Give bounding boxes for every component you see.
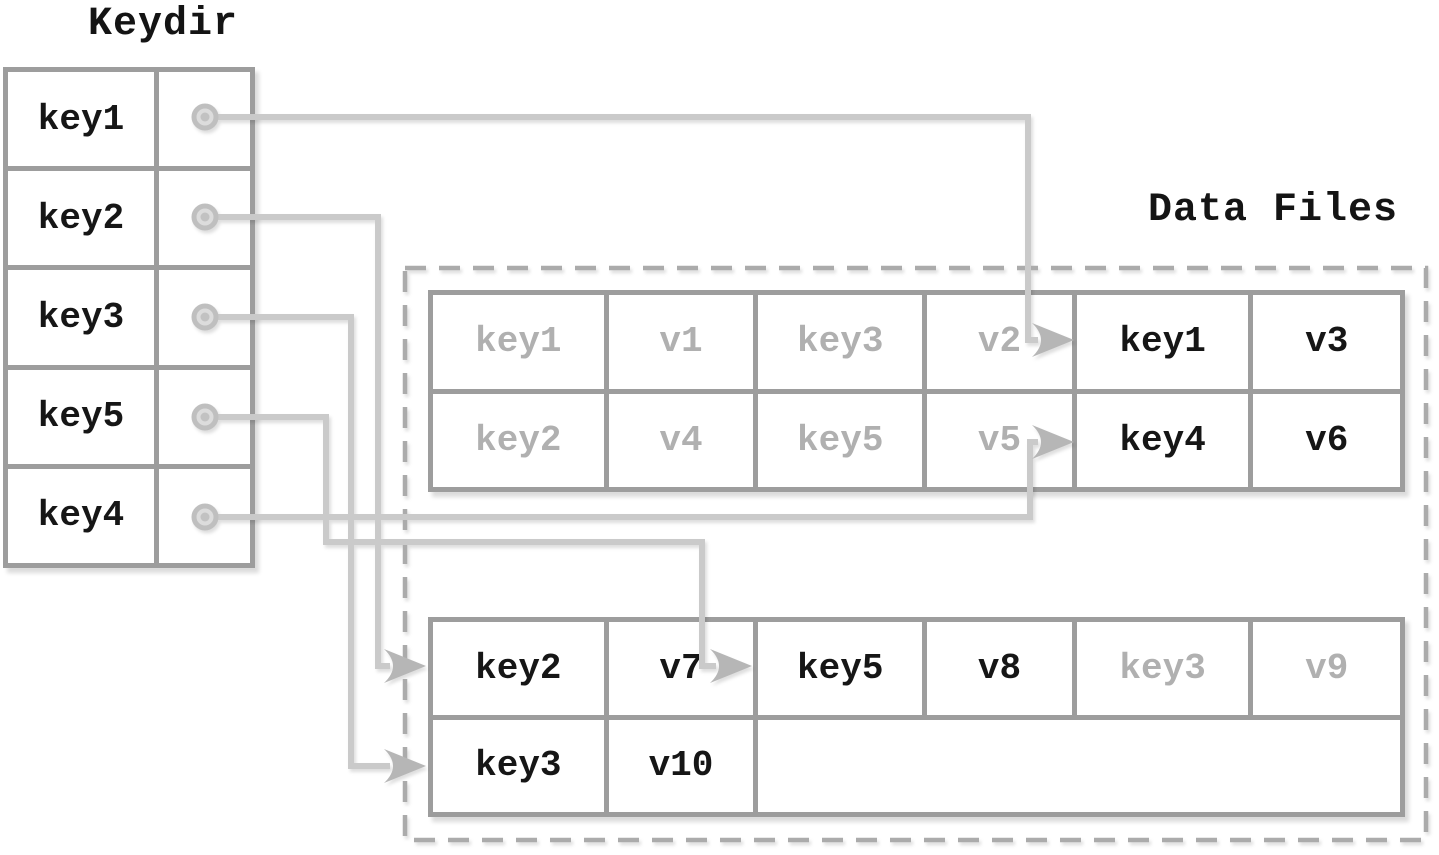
keydir-pointer-cell [159, 171, 250, 266]
data-file-2-table: key2 v7 key5 v8 key3 v9 key3 v10 [428, 617, 1405, 817]
record-cell: v6 [1253, 393, 1400, 487]
data-file-1-table: key1 v1 key3 v2 key1 v3 key2 v4 key5 v5 … [428, 290, 1405, 492]
record-cell: key3 [1076, 622, 1249, 715]
record-cell: v9 [1253, 622, 1400, 715]
record-cell: v4 [608, 393, 754, 487]
keydir-key-cell: key3 [8, 270, 154, 365]
empty-record-cell [758, 719, 1400, 812]
keydir-table: key1 key2 key3 key5 key4 [3, 67, 255, 568]
record-cell: v5 [927, 393, 1072, 487]
record-cell: key3 [758, 295, 923, 389]
keydir-pointer-cell [159, 468, 250, 563]
data-files-title: Data Files [1148, 188, 1399, 233]
arrowhead-icon [384, 649, 426, 683]
record-cell: key5 [758, 622, 923, 715]
keydir-pointer-cell [159, 270, 250, 365]
record-cell: v10 [608, 719, 754, 812]
keydir-title: Keydir [88, 2, 239, 47]
record-cell: v1 [608, 295, 754, 389]
record-cell: key2 [433, 393, 604, 487]
record-cell: key5 [758, 393, 923, 487]
keydir-key-cell: key4 [8, 468, 154, 563]
record-cell: key1 [433, 295, 604, 389]
keydir-key-cell: key1 [8, 72, 154, 167]
record-cell: key3 [433, 719, 604, 812]
keydir-pointer-cell [159, 72, 250, 167]
arrowhead-icon [384, 749, 426, 783]
record-cell: v7 [608, 622, 754, 715]
record-cell: key4 [1076, 393, 1249, 487]
record-cell: v2 [927, 295, 1072, 389]
keydir-key-cell: key2 [8, 171, 154, 266]
keydir-key-cell: key5 [8, 369, 154, 464]
record-cell: key2 [433, 622, 604, 715]
keydir-pointer-cell [159, 369, 250, 464]
record-cell: v8 [927, 622, 1072, 715]
record-cell: key1 [1076, 295, 1249, 389]
record-cell: v3 [1253, 295, 1400, 389]
